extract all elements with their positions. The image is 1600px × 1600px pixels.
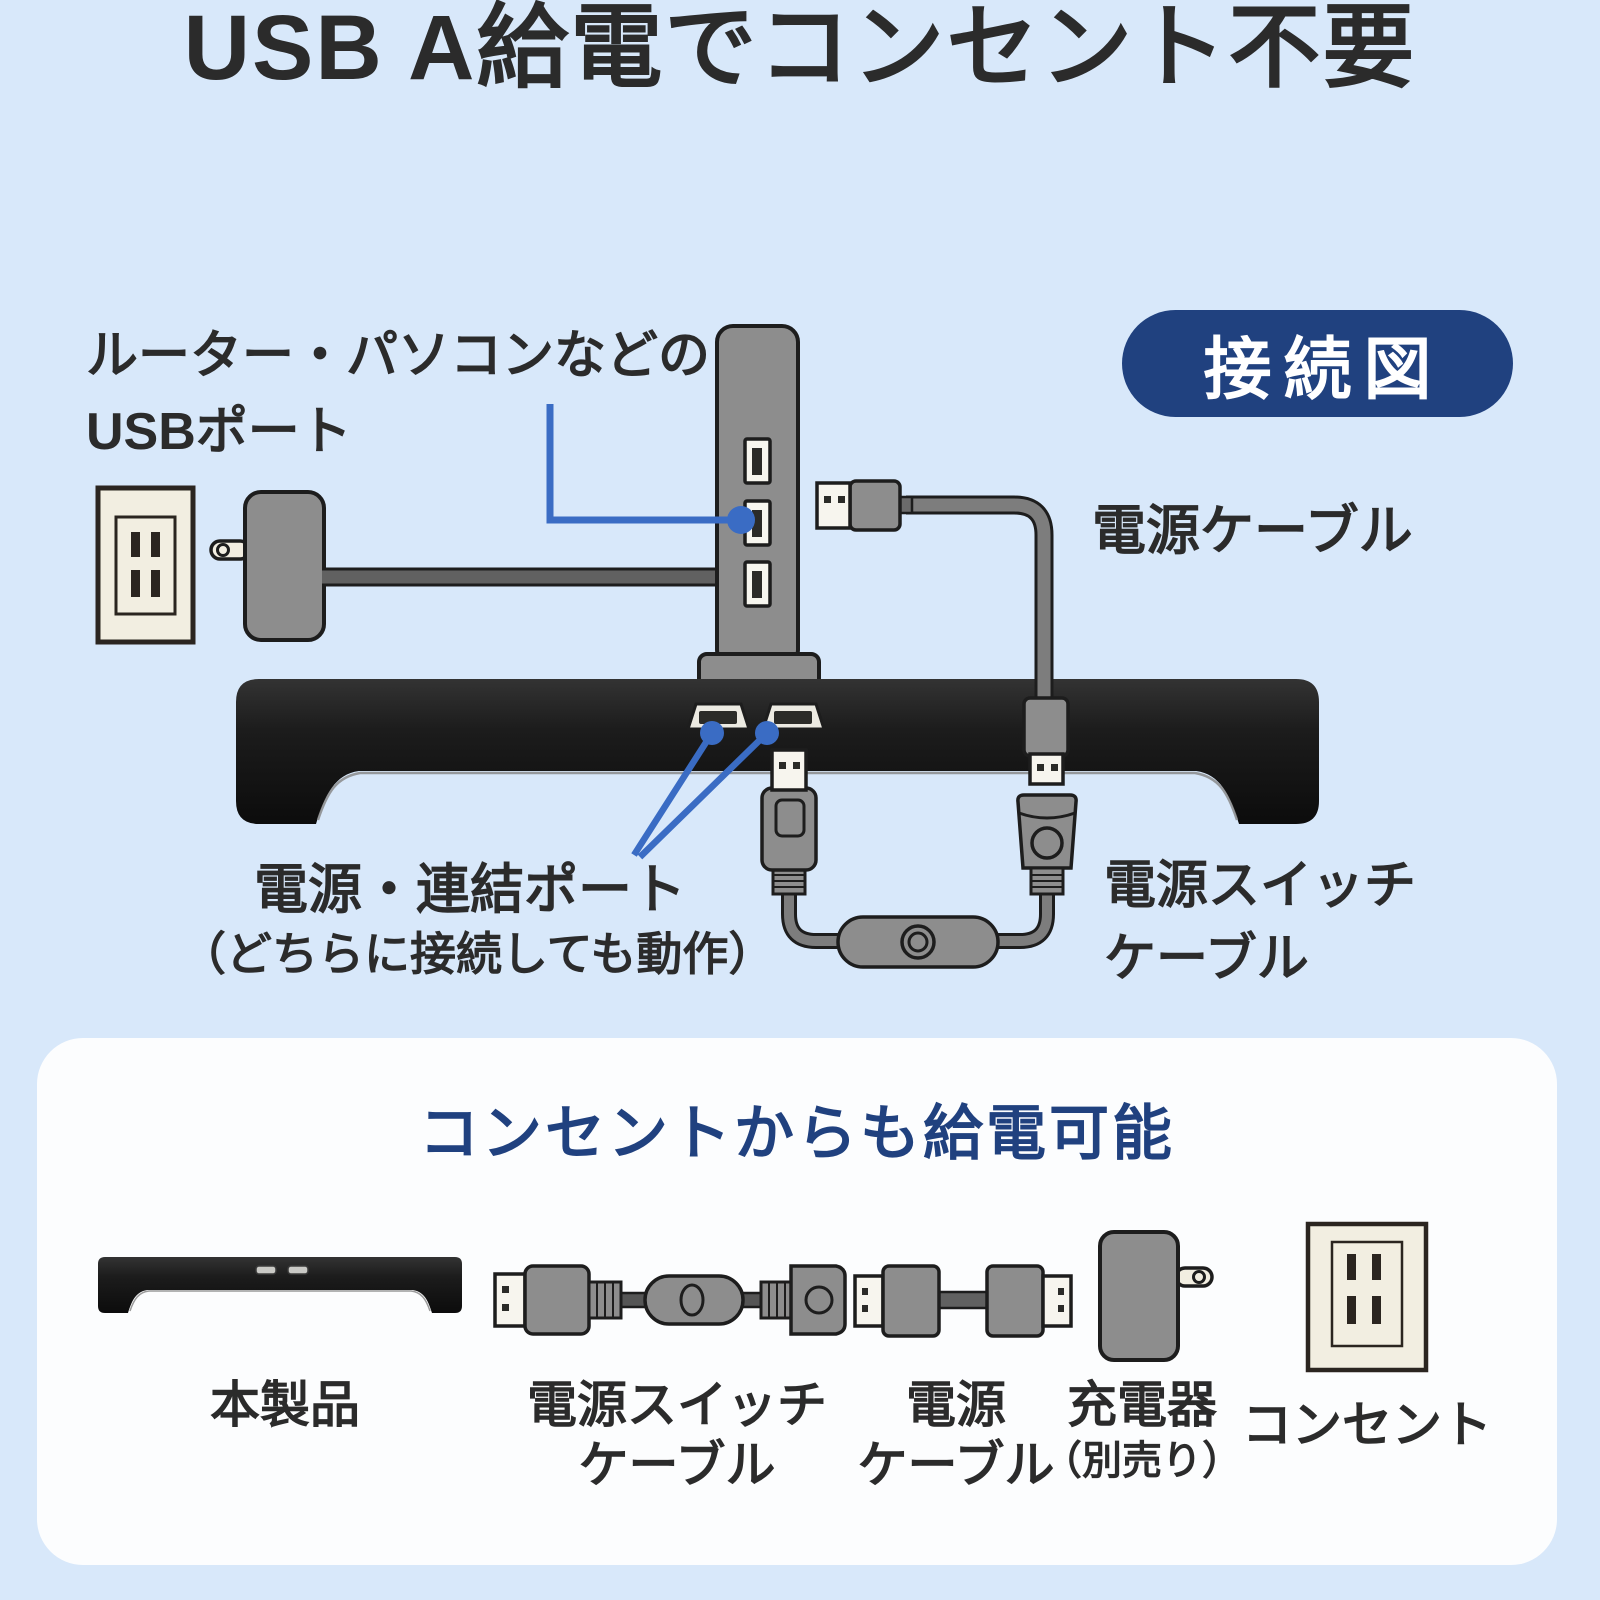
item-charger-line2: （別売り）: [1042, 1439, 1242, 1483]
tower-usb-port: [743, 560, 772, 608]
item-power-cable-line1: 電源: [906, 1377, 1006, 1433]
label-port-line2: （どちらに接続しても動作）: [180, 928, 775, 980]
badge-label: 接続図: [1203, 332, 1444, 408]
label-port-line1: 電源・連結ポート: [254, 860, 686, 920]
item-label-charger: 充電器 （別売り）: [1022, 1374, 1262, 1486]
wall-outlet-icon: [95, 485, 196, 645]
connection-diagram-badge: 接続図: [1122, 310, 1513, 417]
item-label-product: 本製品: [135, 1374, 435, 1436]
item-power-cable-line2: ケーブル: [857, 1437, 1055, 1493]
item-charger-line1: 充電器: [1067, 1377, 1217, 1433]
label-router-line1: ルーター・パソコンなどの: [86, 327, 711, 385]
usb-tower-icon: [697, 324, 821, 694]
panel-heading: コンセントからも給電可能: [419, 1100, 1175, 1167]
label-router-usb-port: ルーター・パソコンなどの USBポート: [86, 318, 710, 470]
item-switch-cable-line2: ケーブル: [578, 1437, 776, 1493]
label-power-cable: 電源ケーブル: [1092, 501, 1413, 561]
item-product-line1: 本製品: [210, 1377, 360, 1433]
item-label-switch-cable: 電源スイッチ ケーブル: [497, 1374, 857, 1494]
power-switch-cable-icon: [760, 748, 1078, 969]
item-label-power-cable: 電源 ケーブル: [836, 1374, 1076, 1494]
usb-charger-icon: [209, 490, 326, 642]
item-label-outlet: コンセント: [1227, 1394, 1507, 1456]
hub-base-icon: [236, 679, 1319, 824]
label-router-line2: USBポート: [86, 403, 352, 461]
label-power-switch-cable: 電源スイッチ ケーブル: [1104, 850, 1416, 996]
label-power-link-port: 電源・連結ポート （どちらに接続しても動作）: [180, 858, 775, 986]
base-usb-port: [760, 702, 827, 731]
item-outlet-line1: コンセント: [1242, 1397, 1492, 1453]
callout-base-ports: [631, 721, 779, 860]
tower-usb-port: [743, 499, 772, 547]
label-switch-line1: 電源スイッチ: [1104, 857, 1417, 915]
base-usb-port: [685, 702, 752, 731]
label-switch-line2: ケーブル: [1104, 930, 1309, 988]
page-title: USB A給電でコンセント不要: [183, 0, 1417, 99]
item-switch-cable-line1: 電源スイッチ: [527, 1377, 827, 1433]
tower-usb-port: [743, 437, 772, 485]
power-cable-icon: [815, 479, 1070, 786]
